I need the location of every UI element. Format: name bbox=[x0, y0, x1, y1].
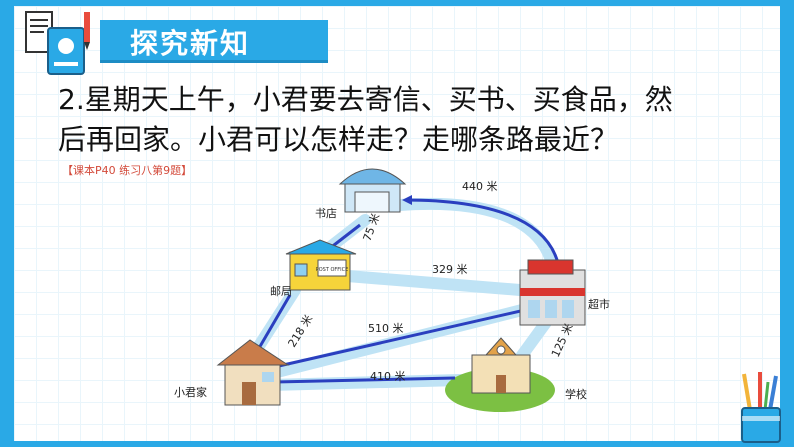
label-bookstore: 书店 bbox=[315, 206, 337, 220]
supermarket-building bbox=[519, 259, 586, 326]
book-document-icon bbox=[25, 11, 90, 75]
road-home-school bbox=[264, 374, 466, 391]
route-home-school bbox=[274, 376, 456, 384]
post-office-sign: POST OFFICE bbox=[316, 267, 349, 273]
distance-school-supermarket: 125 米 bbox=[549, 322, 576, 360]
frame-right bbox=[780, 0, 794, 447]
question-line-2: 后再回家。小君可以怎样走？走哪条路最近？ bbox=[58, 123, 619, 156]
home-building bbox=[216, 339, 290, 406]
route-map: POST OFFICE 书店 邮局 超市 小君家 学校 440 米 75 米 3… bbox=[174, 168, 610, 412]
road-bookstore-supermarket bbox=[394, 197, 561, 286]
label-supermarket: 超市 bbox=[588, 297, 610, 311]
grid-background bbox=[14, 6, 780, 441]
textbook-reference: 【课本P40 练习八第9题】 bbox=[62, 164, 193, 177]
frame-left bbox=[0, 0, 14, 447]
page-title: 探究新知 bbox=[130, 27, 251, 60]
distance-home-school: 410 米 bbox=[370, 370, 406, 383]
pencil-cup-icon bbox=[741, 372, 781, 443]
route-arrows bbox=[253, 195, 562, 384]
post-office-building: POST OFFICE bbox=[285, 239, 357, 291]
label-post-office: 邮局 bbox=[270, 285, 292, 298]
header-underline bbox=[100, 60, 328, 63]
distance-bookstore-supermarket: 440 米 bbox=[462, 180, 498, 193]
road-post-supermarket bbox=[329, 269, 526, 296]
distance-post-home: 218 米 bbox=[286, 313, 316, 350]
label-home: 小君家 bbox=[174, 385, 207, 399]
header-bar bbox=[100, 20, 328, 60]
route-post-home bbox=[253, 294, 292, 356]
frame-top bbox=[0, 0, 794, 6]
question-line-1: 2.星期天上午，小君要去寄信、买书、买食品，然 bbox=[58, 83, 673, 116]
label-school: 学校 bbox=[565, 387, 587, 401]
bookstore-building bbox=[338, 168, 407, 213]
route-supermarket-bookstore bbox=[404, 198, 562, 276]
route-home-supermarket bbox=[269, 308, 526, 370]
question-text: 2.星期天上午，小君要去寄信、买书、买食品，然 后再回家。小君可以怎样走？走哪条… bbox=[58, 80, 758, 160]
frame-bottom bbox=[0, 441, 794, 447]
distance-home-supermarket: 510 米 bbox=[368, 322, 404, 335]
distance-post-supermarket: 329 米 bbox=[432, 263, 468, 276]
school-building bbox=[471, 337, 531, 394]
